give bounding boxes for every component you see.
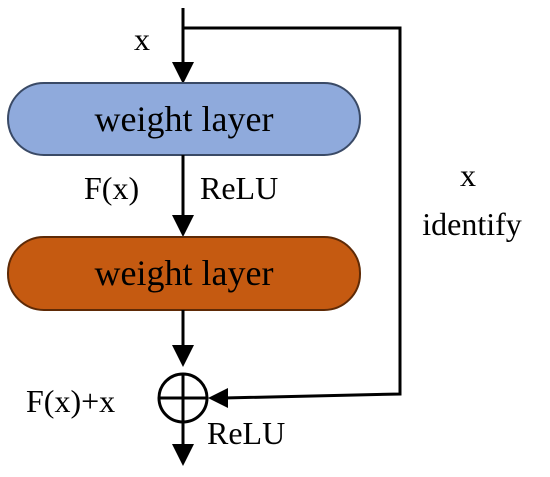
relu-label-2: ReLU: [207, 415, 285, 451]
skip-identity-label: identify: [422, 206, 522, 242]
skip-arrowhead: [208, 388, 228, 408]
middle-arrowhead: [172, 215, 194, 237]
relu-label-1: ReLU: [200, 170, 278, 206]
weight-layer-2-label: weight layer: [95, 253, 274, 293]
fx-label: F(x): [84, 170, 139, 206]
skip-x-label: x: [460, 157, 476, 193]
input-arrowhead: [172, 62, 194, 84]
output-arrowhead: [172, 345, 194, 367]
weight-layer-1-label: weight layer: [95, 99, 274, 139]
sum-label: F(x)+x: [26, 383, 115, 419]
input-label: x: [134, 21, 150, 57]
skip-connection-line: [183, 26, 402, 400]
final-output-arrowhead: [172, 444, 194, 466]
